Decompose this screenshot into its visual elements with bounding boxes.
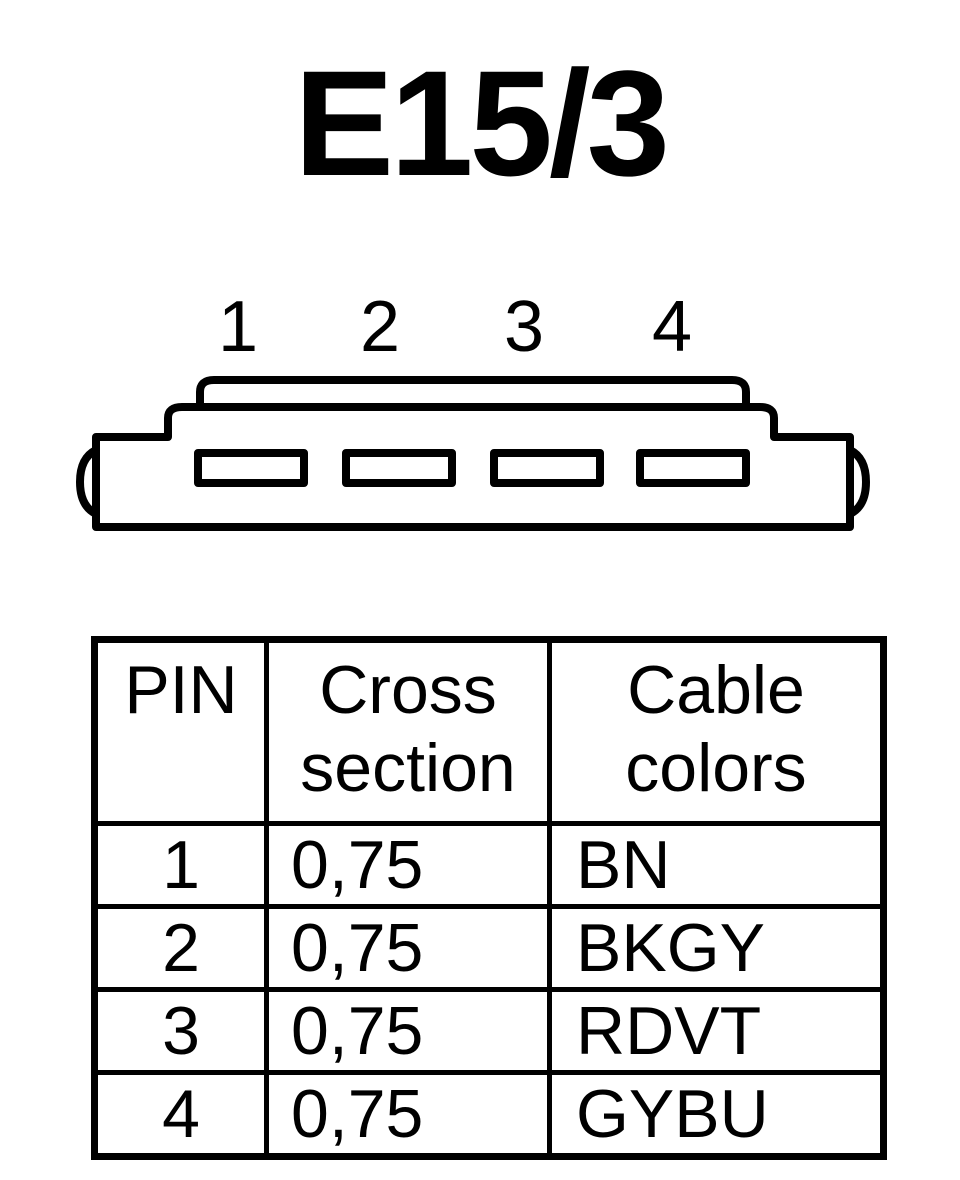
pin-slot-2	[342, 449, 456, 487]
cell-cross-section: 0,75	[264, 1070, 552, 1159]
pin-slot-3	[490, 449, 604, 487]
cell-pin: 4	[92, 1070, 269, 1159]
header-cable-colors-line2: colors	[625, 730, 807, 806]
table-row: 2 0,75 BKGY	[92, 904, 886, 992]
header-cross-section-line1: Cross	[319, 652, 497, 728]
header-cable-colors: Cable colors	[547, 637, 886, 826]
connector-housing	[92, 403, 854, 531]
pin-label-3: 3	[504, 287, 544, 367]
connector-drawing: 1 2 3 4	[76, 287, 870, 531]
table-row: 3 0,75 RDVT	[92, 987, 886, 1075]
header-pin-label: PIN	[124, 652, 238, 728]
cell-pin: 1	[92, 821, 269, 909]
cell-pin: 3	[92, 987, 269, 1075]
header-cross-section: Cross section	[264, 637, 552, 826]
connector-left-ear	[76, 446, 99, 518]
cell-cable-color: RDVT	[547, 987, 886, 1075]
cell-pin: 2	[92, 904, 269, 992]
pin-slot-4	[636, 449, 750, 487]
header-pin: PIN	[92, 637, 269, 826]
pin-slot-1	[194, 449, 308, 487]
cell-cross-section: 0,75	[264, 987, 552, 1075]
header-cable-colors-line1: Cable	[627, 652, 805, 728]
table-row: 4 0,75 GYBU	[92, 1070, 886, 1159]
cell-cable-color: GYBU	[547, 1070, 886, 1159]
pin-label-4: 4	[652, 287, 692, 367]
connector-right-ear	[847, 446, 870, 518]
pin-label-1: 1	[218, 287, 258, 367]
table-header-row: PIN Cross section Cable colors	[92, 637, 886, 826]
pin-label-2: 2	[360, 287, 400, 367]
header-cross-section-line2: section	[300, 730, 516, 806]
table-row: 1 0,75 BN	[92, 821, 886, 909]
cell-cable-color: BN	[547, 821, 886, 909]
cell-cable-color: BKGY	[547, 904, 886, 992]
connector-latch	[196, 376, 750, 407]
pin-assignment-table: PIN Cross section Cable colors 1 0,75 BN…	[91, 636, 887, 1160]
cell-cross-section: 0,75	[264, 821, 552, 909]
cell-cross-section: 0,75	[264, 904, 552, 992]
connector-title: E15/3	[294, 39, 670, 207]
